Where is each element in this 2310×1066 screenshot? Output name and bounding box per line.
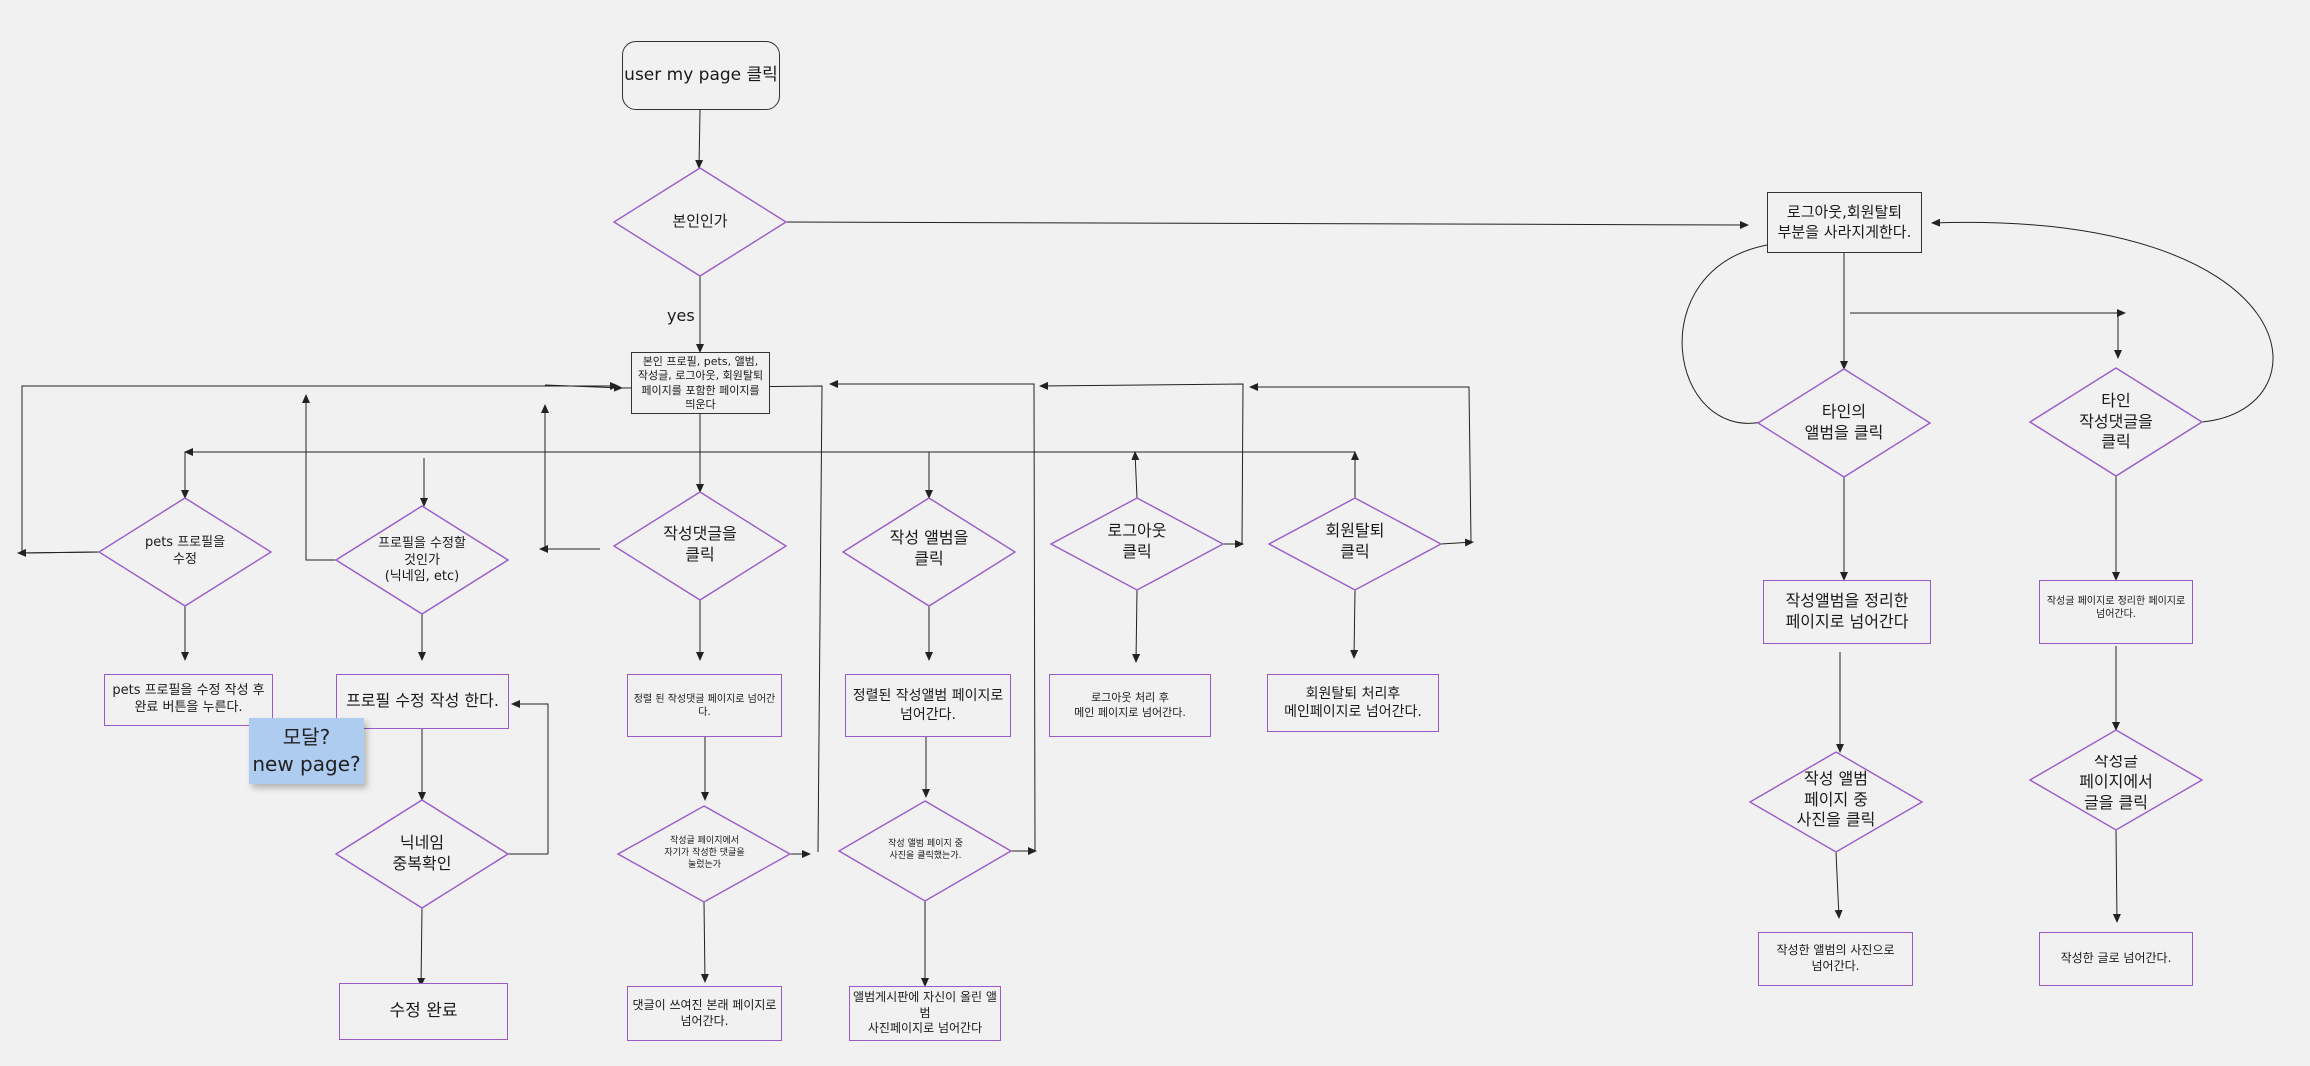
album-check-diamond[interactable] (837, 800, 1013, 902)
other-comment-result-node[interactable]: 작성글 페이지로 정리한 페이지로 넘어간다. (2039, 580, 2193, 644)
start-node[interactable]: user my page 클릭 (622, 41, 780, 110)
connector-arrow (302, 394, 338, 561)
other-album-done-node[interactable]: 작성한 앨범의 사진으로 넘어간다. (1758, 932, 1913, 986)
connector-arrow (1931, 218, 2274, 423)
other-album-check-label: 작성 앨범 페이지 중 사진을 클릭 (1796, 770, 1876, 830)
other-comment-check-diamond[interactable] (2028, 729, 2204, 831)
connector-arrow (417, 907, 426, 987)
comments-check-diamond[interactable] (616, 805, 792, 903)
connector-arrow (511, 700, 549, 854)
withdraw-result-node[interactable]: 회원탈퇴 처리후 메인페이지로 넘어간다. (1267, 674, 1439, 732)
comments-done-node[interactable]: 댓글이 쓰여진 본래 페이지로 넘어간다. (627, 986, 782, 1041)
other-comment-done-node[interactable]: 작성한 글로 넘어간다. (2039, 932, 2193, 986)
pets-decision-diamond[interactable] (97, 497, 273, 607)
profile-check-diamond[interactable] (334, 799, 510, 909)
logout-decision-diamond[interactable] (1049, 497, 1225, 591)
connector-arrow (785, 220, 1749, 229)
other-album-decision-label: 타인의 앨범을 클릭 (1804, 402, 1884, 442)
connector-arrow (695, 109, 704, 169)
album-decision-diamond[interactable] (841, 497, 1017, 607)
pets-result-node[interactable]: pets 프로필을 수정 작성 후 완료 버튼을 누른다. (104, 674, 273, 726)
pets-decision-label: pets 프로필을 수정 (144, 535, 226, 567)
comments-result-node[interactable]: 정렬 된 작성댓글 페이지로 넘어간다. (627, 674, 782, 737)
connector-arrow (1132, 589, 1141, 663)
connector-arrow (1039, 381, 1244, 546)
connector-arrow (1249, 383, 1472, 543)
connector-arrow (1834, 851, 1843, 919)
yes-label: yes (667, 306, 695, 325)
profile-done-node[interactable]: 수정 완료 (339, 983, 508, 1040)
connector-arrow (17, 548, 100, 557)
logout-decision-label: 로그아웃 클릭 (1107, 521, 1167, 561)
connector-arrow (1440, 538, 1474, 547)
profile-result-node[interactable]: 프로필 수정 작성 한다. (336, 674, 509, 729)
album-decision-label: 작성 앨범을 클릭 (889, 528, 969, 568)
main-page-node[interactable]: 본인 프로필, pets, 앨범, 작성글, 로그아웃, 회원탈퇴 페이지를 포… (631, 352, 770, 414)
comments-decision-diamond[interactable] (612, 491, 788, 601)
profile-decision-diamond[interactable] (334, 505, 510, 615)
sticky-note[interactable]: 모달? new page? (249, 718, 364, 784)
withdraw-decision-diamond[interactable] (1267, 497, 1443, 591)
withdraw-decision-label: 회원탈퇴 클릭 (1325, 521, 1385, 561)
other-album-check-diamond[interactable] (1748, 751, 1924, 853)
album-result-node[interactable]: 정렬된 작성앨범 페이지로 넘어간다. (845, 674, 1011, 737)
connector-arrow (829, 380, 1036, 852)
connector-arrow (541, 404, 600, 550)
other-album-result-node[interactable]: 작성앨범을 정리한 페이지로 넘어간다 (1763, 580, 1931, 644)
profile-check-label: 닉네임 중복확인 (392, 833, 452, 873)
connector-arrow (1131, 451, 1140, 499)
other-comment-diamond[interactable] (2028, 367, 2204, 477)
connector-arrow (1681, 244, 1768, 424)
comments-check-label: 작성글 페이지에서 자기가 작성한 댓글을 눌렀는가 (664, 836, 745, 870)
other-album-diamond[interactable] (1756, 368, 1932, 478)
connector-arrow (1350, 589, 1359, 659)
connector-arrow (21, 382, 619, 554)
decision-shapes (97, 167, 2204, 909)
album-done-node[interactable]: 앨범게시판에 자신이 올린 앨범 사진페이지로 넘어간다 (849, 986, 1001, 1041)
self-check-label: 본인인가 (672, 212, 728, 231)
profile-decision-label: 프로필을 수정할 것인가 (닉네임, etc) (378, 535, 466, 585)
comments-decision-label: 작성댓글을 클릭 (663, 524, 737, 564)
connector-arrow (700, 901, 709, 983)
connector-arrow (621, 385, 823, 853)
album-check-label: 작성 앨범 페이지 중 사진을 클릭했는가. (888, 839, 963, 861)
self-check-diamond[interactable] (612, 167, 788, 277)
connector-lines (17, 109, 2274, 987)
other-comment-decision-label: 타인 작성댓글을 클릭 (2079, 392, 2153, 452)
other-comment-check-label: 작성글 페이지에서 글을 클릭 (2079, 755, 2153, 810)
logout-result-node[interactable]: 로그아웃 처리 후 메인 페이지로 넘어간다. (1049, 674, 1211, 737)
hide-logout-node[interactable]: 로그아웃,회원탈퇴 부분을 사라지게한다. (1767, 192, 1922, 253)
connector-arrow (2112, 829, 2121, 923)
